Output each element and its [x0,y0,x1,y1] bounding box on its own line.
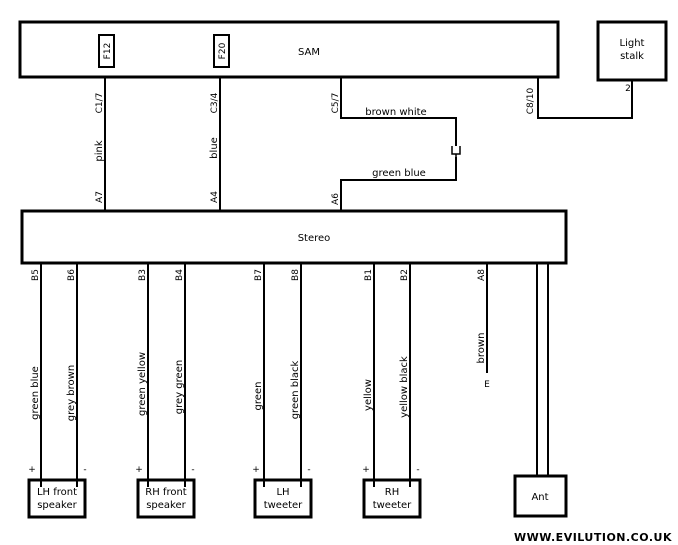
stereo-label: Stereo [298,233,331,244]
label-yellow: yellow [363,379,374,411]
fuse-f20-label: F20 [218,42,228,59]
rh-tweeter-box [362,478,422,519]
label-earth: E [484,380,490,390]
polarity-plus-rh-front: + [135,465,143,475]
light-stalk-label-line1: Light [620,38,645,49]
pin-b4: B4 [175,269,185,281]
pin-b7: B7 [254,269,264,281]
pin-b6: B6 [67,269,77,281]
pin-b3: B3 [138,269,148,281]
stereo-box [20,209,568,265]
pin-b5: B5 [31,269,41,281]
pin-b2: B2 [400,269,410,281]
rh-front-speaker-label-line1: RH front [145,487,187,498]
polarity-minus-rh-front: - [191,465,194,475]
fuse-f12-label: F12 [103,43,113,60]
label-green-blue-top: green blue [372,168,426,179]
lh-tweeter-label-line1: LH [276,487,289,498]
label-pink: pink [94,140,105,161]
connector-symbol [451,146,461,157]
pin-c8-10: C8/10 [526,87,536,114]
ant-label: Ant [531,492,548,503]
polarity-minus-lh-tweeter: - [307,465,310,475]
label-green-black: green black [290,360,301,419]
wire-brown-white [340,78,457,146]
pin-c3-4: C3/4 [210,92,220,113]
pin-a8: A8 [477,269,487,281]
label-green-yellow: green yellow [137,352,148,416]
wire-light-stalk [537,78,633,119]
rh-front-speaker-box [136,478,196,519]
label-green: green [253,382,264,411]
rh-front-speaker-label-line2: speaker [146,500,186,511]
lh-front-speaker-label-line2: speaker [37,500,77,511]
lh-tweeter-label-line2: tweeter [264,500,303,511]
label-brown-white: brown white [365,107,426,118]
pin-b8: B8 [291,269,301,281]
fuse-f12-box [98,34,115,68]
polarity-minus-rh-tweeter: - [416,465,419,475]
label-green-blue: green blue [30,366,41,420]
fuse-f20-box [213,34,230,68]
pin-a7: A7 [95,191,105,203]
label-grey-green: grey green [174,360,185,414]
pin-a6: A6 [331,193,341,205]
label-grey-brown: grey brown [66,365,77,421]
pin-stalk-2: 2 [625,84,631,94]
rh-tweeter-label-line1: RH [385,487,399,498]
watermark: WWW.EVILUTION.CO.UK [514,531,672,544]
pin-c5-7: C5/7 [331,93,341,114]
sam-box [18,20,560,79]
polarity-plus-lh-tweeter: + [252,465,260,475]
lh-front-speaker-label-line1: LH front [37,487,77,498]
light-stalk-label-line2: stalk [620,51,644,62]
polarity-plus-lh-front: + [28,465,36,475]
lh-tweeter-box [253,478,313,519]
pin-c1-7: C1/7 [95,93,105,114]
light-stalk-box [596,20,668,82]
label-blue: blue [209,137,220,159]
polarity-minus-lh-front: - [83,465,86,475]
label-brown: brown [476,333,487,364]
pin-a4: A4 [210,191,220,203]
lh-front-speaker-box [27,478,87,519]
pin-b1: B1 [364,269,374,281]
polarity-plus-rh-tweeter: + [362,465,370,475]
rh-tweeter-label-line2: tweeter [373,500,412,511]
wire-green-blue-top [340,157,457,210]
label-yellow-black: yellow black [399,356,410,418]
sam-label: SAM [298,47,320,58]
ant-box [513,474,568,518]
